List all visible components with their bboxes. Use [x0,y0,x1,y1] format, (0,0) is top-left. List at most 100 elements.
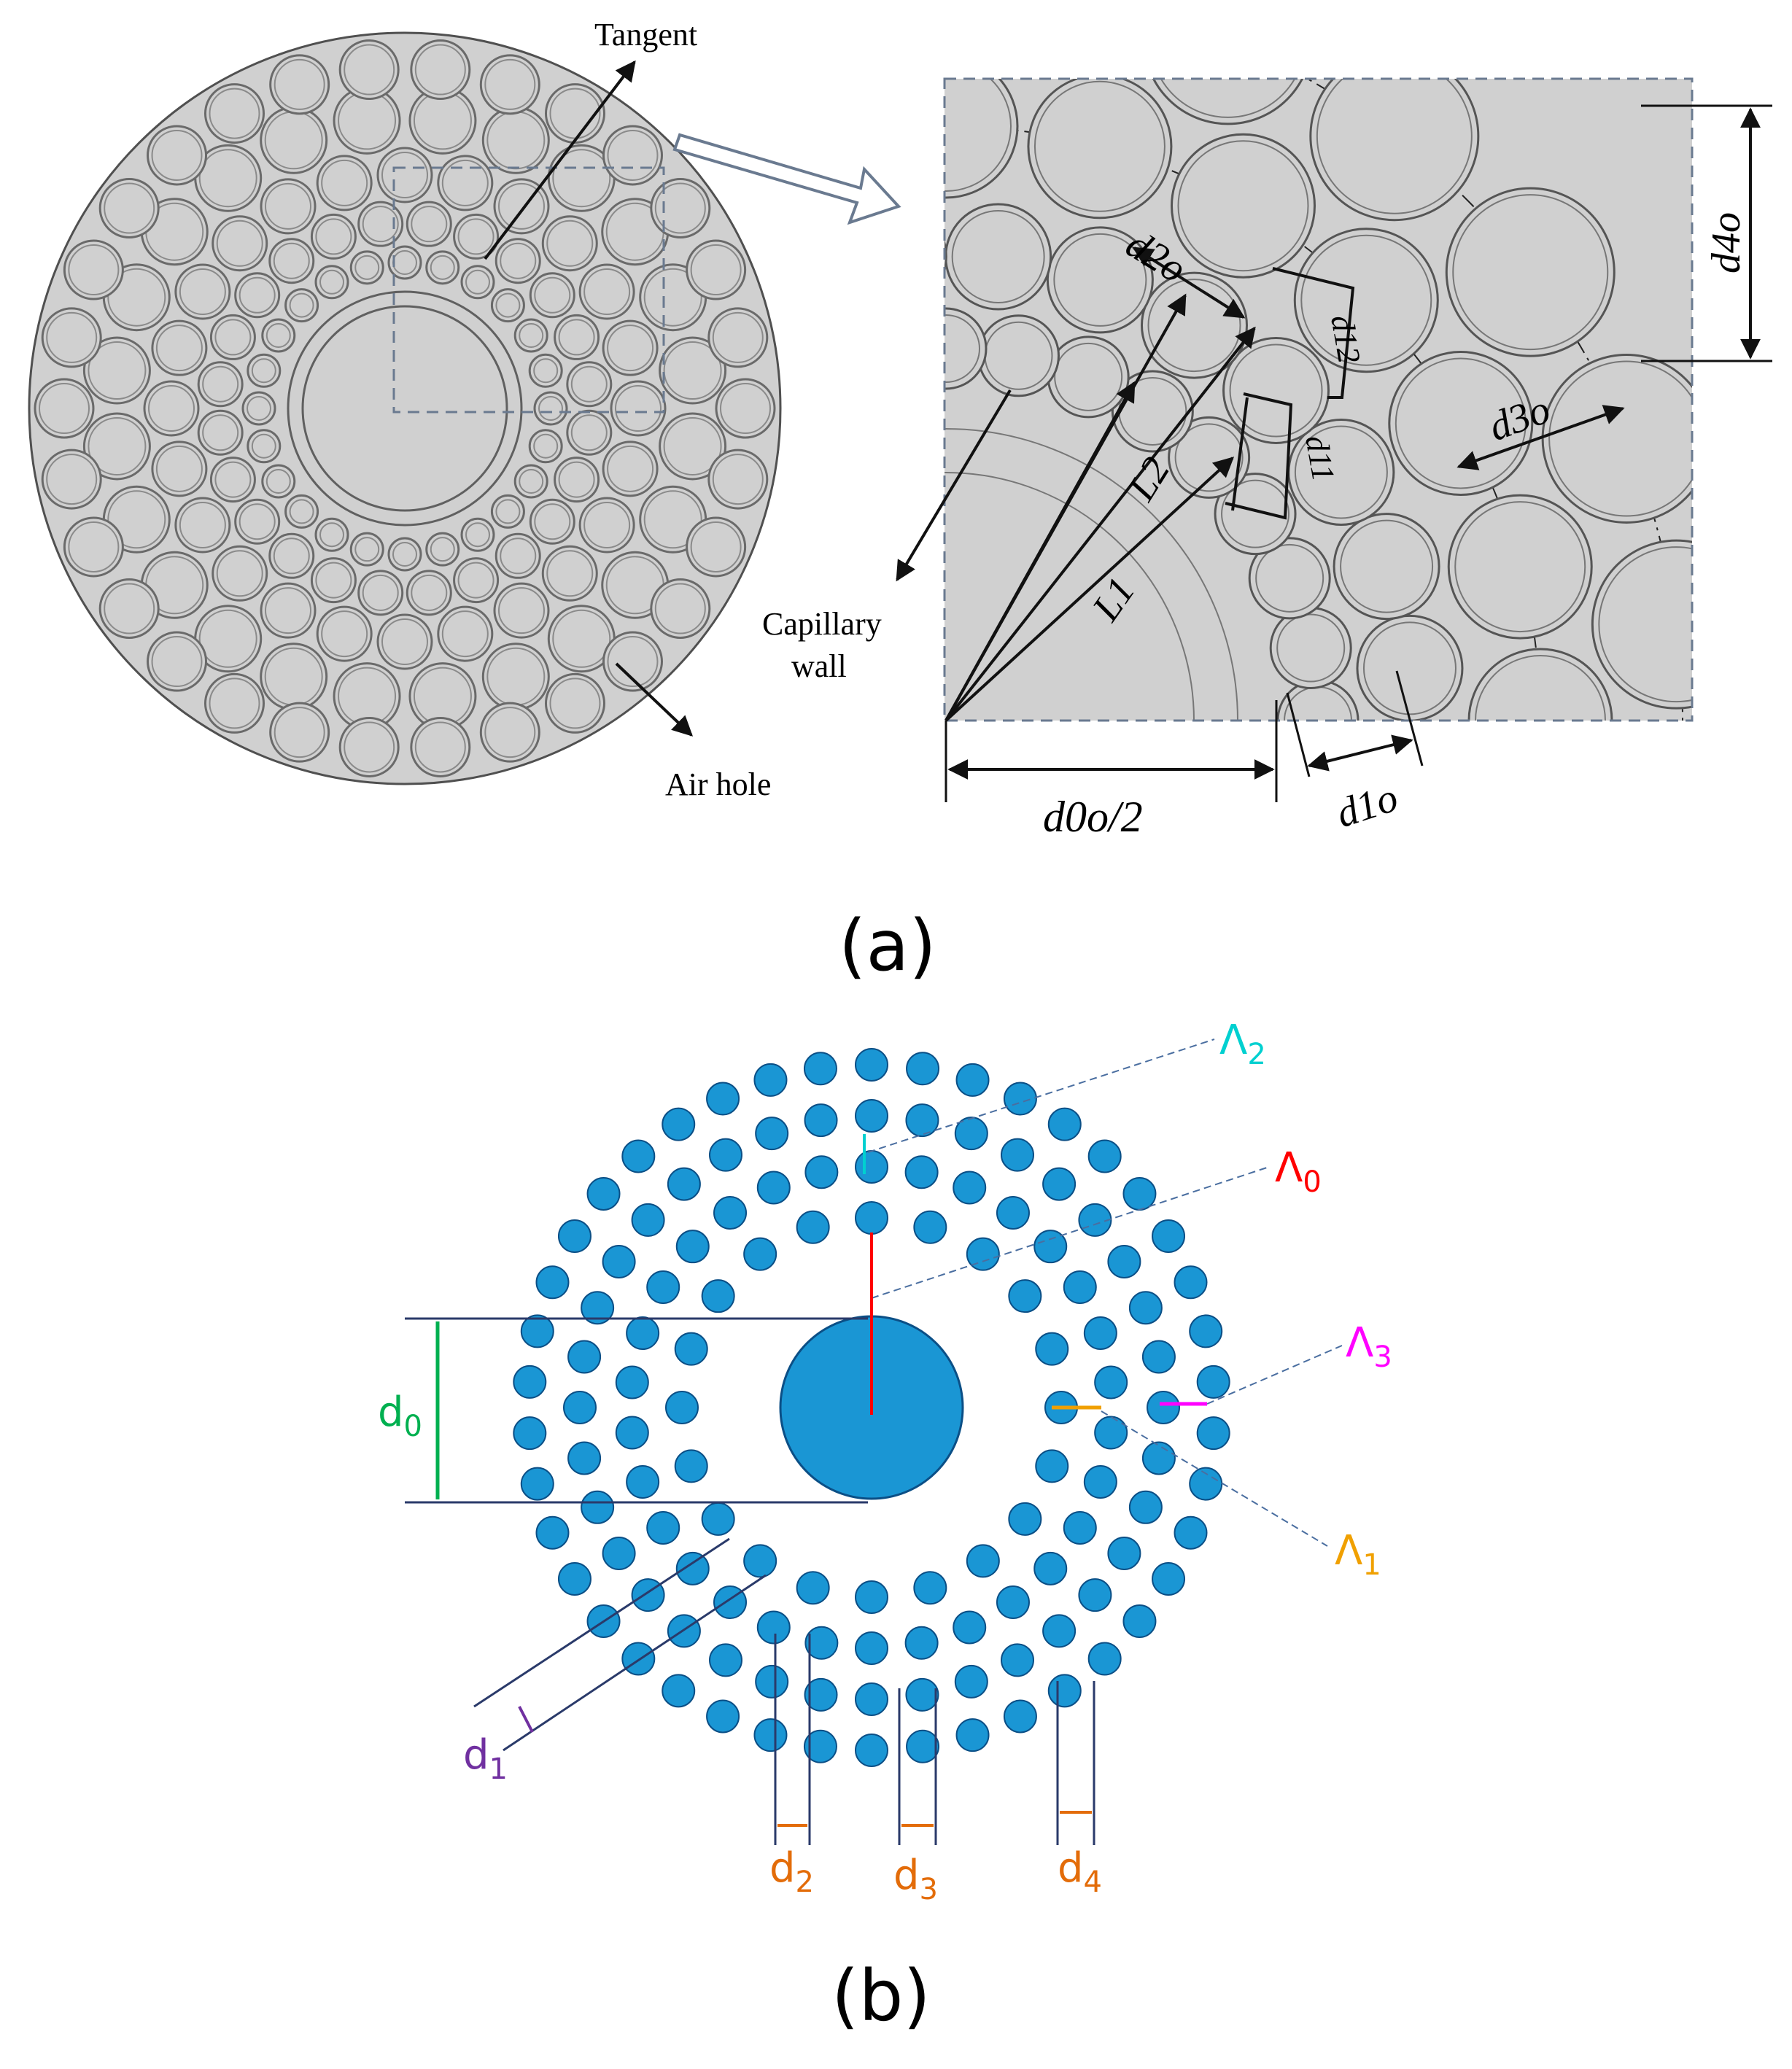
label-capillary-wall-line2: wall [791,648,847,684]
pcf-air-hole [701,1502,735,1536]
fiber-core-outer [287,290,523,527]
pcf-air-hole [913,1210,947,1244]
fiber-capillary-inner [457,562,494,599]
fiber-capillary-inner [107,268,166,327]
fiber-capillary-inner [413,91,472,150]
fiber-capillary-inner [209,88,260,139]
capillary-wall-arrow [896,389,1012,582]
pcf-air-hole [966,1237,1000,1271]
zoom-border [943,77,1694,722]
fiber-capillary-inner [319,269,344,295]
fiber-capillary-inner [265,587,311,634]
fiber-capillary-inner [104,583,155,634]
pcf-air-hole [755,1117,789,1151]
pcf-air-hole [581,1291,615,1325]
fiber-capillary-inner [265,182,311,230]
zoom-capillary-inner [951,210,1045,304]
pcf-air-hole [905,1677,939,1712]
pcf-air-hole [1107,1245,1141,1278]
pcf-air-hole [1141,1340,1176,1374]
pcf-air-hole [1174,1515,1208,1550]
label-d0o-half: d0o/2 [1043,793,1143,841]
fiber-capillary-inner [546,550,594,597]
fiber-capillary-inner [251,358,276,384]
pcf-air-hole [1042,1167,1077,1201]
fiber-capillary-inner [413,667,472,726]
fiber-capillary-inner [549,678,601,729]
fiber-capillary-inner [712,454,764,505]
pcf-air-hole [646,1511,680,1545]
pcf-air-hole [1001,1643,1034,1677]
fiber-capillary-inner [344,721,395,773]
pcf-air-hole [567,1441,602,1475]
pcf-air-hole [855,1048,888,1082]
pcf-air-hole [803,1052,837,1086]
pcf-air-hole [1033,1551,1068,1585]
fiber-capillary-inner [107,490,166,549]
fiber-capillary-inner [500,537,537,575]
fiber-capillary-inner [430,537,455,562]
fiber-capillary-inner [392,542,417,567]
fiber-capillary-inner [534,503,571,540]
pcf-air-hole [1152,1219,1186,1253]
pcf-air-hole [743,1544,777,1578]
fiber-capillary-inner [558,461,595,498]
pcf-air-hole [621,1642,656,1676]
ray-L1 [945,457,1235,722]
fiber-capillary-inner [414,721,466,773]
d2-dimension [774,1634,811,1845]
zoom-capillary [766,0,934,74]
fiber-capillary-inner [264,647,323,706]
fiber-capillary-inner [607,636,659,688]
fiber-capillary-inner [486,111,546,170]
fiber-capillary-inner [414,44,466,96]
fiber-capillary-inner [274,707,325,758]
fiber-capillary-inner [495,499,521,524]
pcf-air-hole [743,1237,777,1271]
pcf-air-hole [615,1365,649,1400]
fiber-capillary-inner [465,269,490,295]
fiber-capillary-inner [552,149,611,208]
fiber-capillary-inner [495,292,521,318]
pcf-air-hole [1174,1265,1208,1300]
pcf-air-hole [1035,1449,1069,1483]
fiber-capillary-inner [265,323,291,348]
fiber-capillary-inner [88,341,147,400]
fiber-core-inner [301,305,508,512]
d1o-ext-right [1395,670,1424,766]
fiber-capillary-inner [216,220,263,267]
pcf-air-hole [602,1245,636,1278]
panel-b: d0 Λ0 Λ2 Λ3 Λ1 d1 d2 [378,1017,1392,2037]
zoom-region-box [392,166,665,414]
pcf-air-hole [662,1674,696,1708]
pcf-air-hole [1128,1490,1163,1524]
label-d3: d3 [893,1852,938,1906]
fiber-capillary-inner [441,159,489,206]
pcf-air-hole [1122,1176,1157,1211]
caption-a: (a) [839,905,936,987]
pcf-air-hole [626,1464,660,1499]
fiber-capillary-inner [68,244,120,296]
pcf-air-hole [513,1365,547,1399]
pcf-air-hole [1078,1203,1112,1237]
zoom-capillary-inner [1294,425,1388,519]
fiber-capillary-inner [214,319,252,356]
label-lambda2: Λ2 [1219,1017,1266,1071]
fiber-capillary-inner [273,537,310,575]
pcf-air-hole [996,1196,1030,1230]
pcf-air-hole [1087,1139,1122,1173]
d1-line-a [473,1537,730,1708]
pcf-air-hole [1008,1502,1042,1536]
label-d4o: d4o [1704,212,1749,273]
fiber-capillary-inner [607,325,654,372]
lambda1-leader [1101,1410,1328,1547]
pcf-air-hole [1083,1464,1117,1499]
pcf-air-hole [804,1677,838,1712]
pcf-air-hole [513,1416,547,1451]
fiber-capillary-inner [151,636,203,688]
fiber-capillary-inner [519,323,544,348]
pcf-air-hole [1196,1416,1230,1451]
pcf-air-hole [1047,1107,1082,1141]
pcf-air-hole [567,1340,602,1374]
zoom-capillary [958,0,1126,74]
